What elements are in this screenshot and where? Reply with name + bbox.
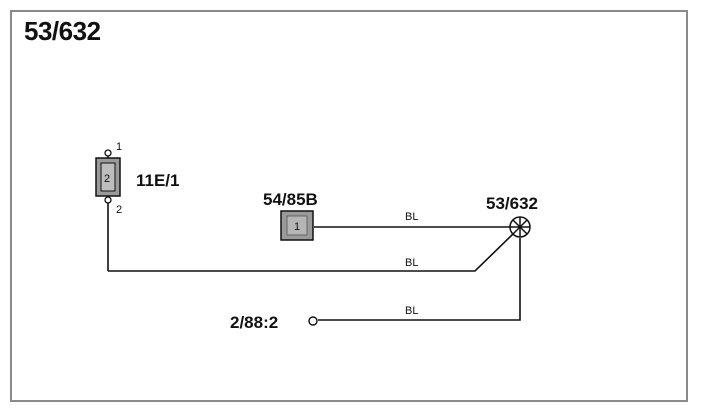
fuse-box-number: 2 (104, 173, 110, 185)
connector-54-85B: 1 (280, 210, 314, 241)
fuse-pin-top-label: 1 (116, 141, 122, 153)
fuse-pin-bottom (104, 196, 112, 204)
fuse-pin-top (104, 149, 112, 157)
ground-point-label: 2/88:2 (230, 313, 278, 332)
wire-middle (108, 232, 515, 272)
wire-bottom-color: BL (405, 305, 418, 317)
fuse-pin-bottom-label: 2 (116, 204, 122, 216)
fuse-11E-1: 2 1 2 (95, 141, 122, 216)
diagram-title: 53/632 (24, 16, 101, 46)
wire-top-color: BL (405, 211, 418, 223)
wire-bottom (318, 238, 521, 321)
fuse-label: 11E/1 (136, 171, 180, 190)
diagram-frame (10, 10, 688, 402)
connector-label: 54/85B (263, 190, 318, 209)
connector-box-number: 1 (294, 221, 300, 233)
ground-point-terminal (308, 316, 318, 326)
lamp-53-632 (509, 216, 531, 238)
lamp-label: 53/632 (486, 194, 538, 213)
wire-middle-color: BL (405, 257, 418, 269)
